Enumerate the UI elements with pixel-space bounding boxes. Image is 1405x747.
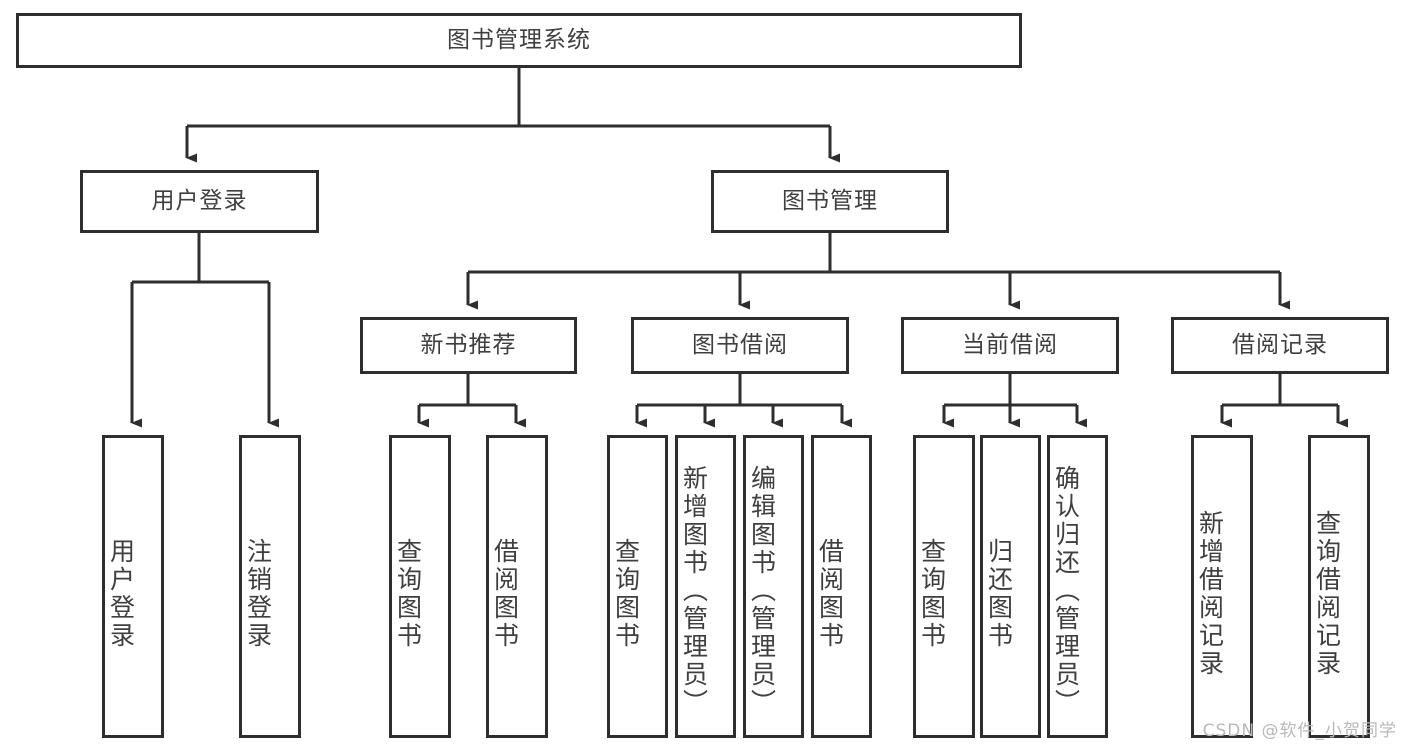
- leaf-user-login-login[interactable]: 用户登录: [102, 435, 164, 738]
- leaf-label: 新增借阅记录: [1195, 509, 1225, 678]
- leaf-current-borrow-confirm-return-admin[interactable]: 确认归还（管理员）: [1047, 435, 1108, 738]
- leaf-borrow-record-query-record[interactable]: 查询借阅记录: [1308, 435, 1370, 738]
- leaf-book-borrow-add-book-admin[interactable]: 新增图书（管理员）: [675, 435, 736, 738]
- node-label: 借阅记录: [1232, 332, 1328, 359]
- node-label: 图书借阅: [692, 332, 788, 359]
- leaf-user-login-logout[interactable]: 注销登录: [239, 435, 301, 738]
- leaf-label: 编辑图书（管理员）: [747, 464, 777, 717]
- leaf-label: 确认归还（管理员）: [1051, 464, 1081, 717]
- node-label: 图书管理系统: [447, 27, 591, 54]
- node-label: 当前借阅: [962, 332, 1058, 359]
- leaf-label: 查询借阅记录: [1312, 509, 1342, 678]
- leaf-label: 查询图书: [393, 537, 423, 650]
- leaf-book-borrow-edit-book-admin[interactable]: 编辑图书（管理员）: [743, 435, 804, 738]
- node-current-borrow[interactable]: 当前借阅: [901, 317, 1119, 374]
- leaf-label: 借阅图书: [490, 537, 520, 650]
- leaf-borrow-record-add-record[interactable]: 新增借阅记录: [1191, 435, 1253, 738]
- leaf-label: 查询图书: [917, 537, 947, 650]
- leaf-new-book-borrow-books[interactable]: 借阅图书: [486, 435, 548, 738]
- node-new-book-recommend[interactable]: 新书推荐: [360, 317, 577, 374]
- leaf-current-borrow-return-books[interactable]: 归还图书: [980, 435, 1041, 738]
- node-borrow-record[interactable]: 借阅记录: [1171, 317, 1389, 374]
- leaf-book-borrow-query-books[interactable]: 查询图书: [607, 435, 668, 738]
- node-book-borrow[interactable]: 图书借阅: [631, 317, 849, 374]
- leaf-new-book-query-books[interactable]: 查询图书: [389, 435, 451, 738]
- node-user-login[interactable]: 用户登录: [80, 170, 319, 233]
- node-label: 新书推荐: [420, 332, 517, 359]
- leaf-label: 注销登录: [243, 537, 273, 650]
- leaf-book-borrow-borrow-books[interactable]: 借阅图书: [811, 435, 872, 738]
- leaf-label: 用户登录: [106, 537, 136, 650]
- node-book-management[interactable]: 图书管理: [711, 170, 949, 233]
- node-label: 图书管理: [782, 188, 878, 215]
- node-label: 用户登录: [151, 188, 248, 215]
- leaf-label: 归还图书: [984, 537, 1014, 650]
- leaf-label: 新增图书（管理员）: [679, 464, 709, 717]
- leaf-label: 借阅图书: [815, 537, 845, 650]
- node-root-book-management-system[interactable]: 图书管理系统: [16, 13, 1022, 68]
- leaf-current-borrow-query-books[interactable]: 查询图书: [913, 435, 975, 738]
- leaf-label: 查询图书: [611, 537, 641, 650]
